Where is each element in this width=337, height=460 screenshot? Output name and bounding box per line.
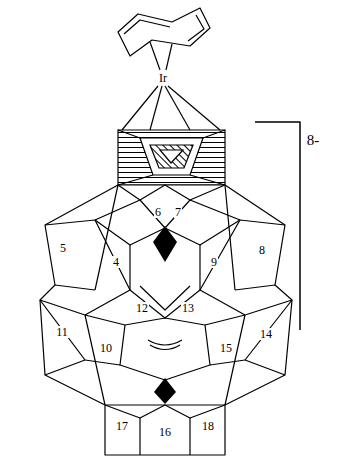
callout-number: 15 (219, 342, 233, 354)
callout-number: 10 (99, 342, 113, 354)
hatched-cap (118, 130, 225, 185)
callout-number: 7 (174, 206, 182, 218)
callout-number: 17 (115, 420, 129, 432)
octahedra-framework (40, 185, 292, 455)
callout-number: 11 (55, 326, 69, 338)
callout-number: 12 (135, 302, 149, 314)
callout-number: 8 (258, 244, 266, 256)
atom-label: Ir (158, 72, 168, 84)
cod-ligand (118, 8, 210, 56)
callout-number: 13 (181, 302, 195, 314)
callout-number: 18 (201, 420, 215, 432)
callout-number: 16 (158, 426, 172, 438)
callout-number: 5 (59, 242, 67, 254)
callout-number: 6 (154, 206, 162, 218)
black-tetrahedron (153, 226, 177, 262)
callout-number: 9 (210, 256, 218, 268)
charge-label: 8- (306, 133, 321, 148)
black-tetrahedron (154, 378, 176, 404)
callout-number: 14 (259, 328, 273, 340)
callout-number: 4 (112, 256, 120, 268)
